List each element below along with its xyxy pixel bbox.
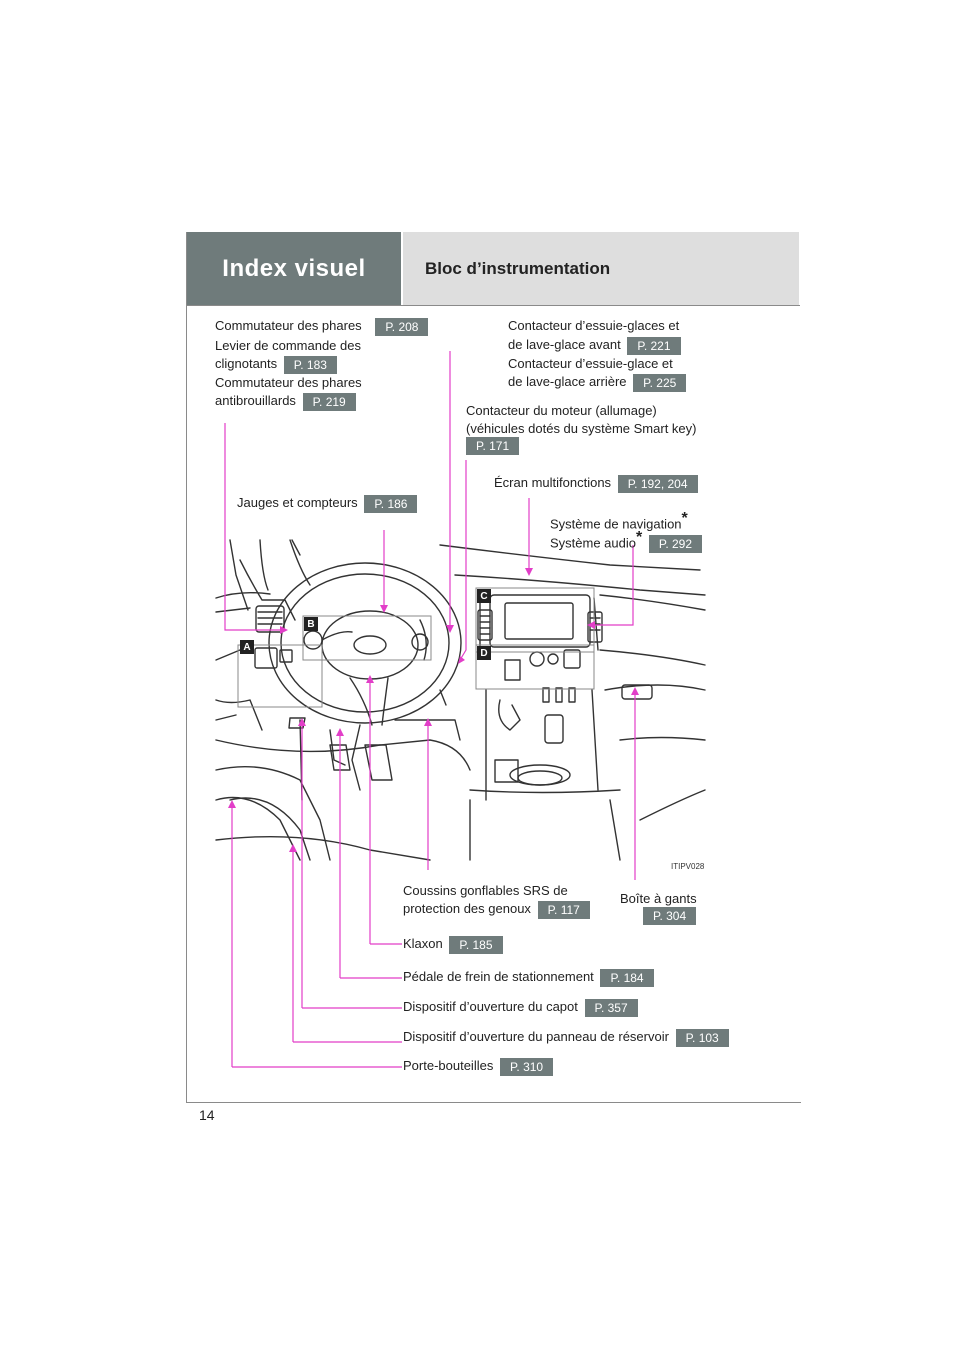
label-engine-switch-2: (véhicules dotés du système Smart key) bbox=[466, 421, 697, 436]
label-horn: Klaxon bbox=[403, 936, 443, 951]
page-ref-multi-display[interactable]: P. 192, 204 bbox=[617, 474, 698, 493]
callout-hood-release: Dispositif d’ouverture du capot P. 357 bbox=[403, 998, 638, 1017]
area-marker-b: B bbox=[304, 617, 318, 631]
callout-multi-display: Écran multifonctions P. 192, 204 bbox=[494, 474, 698, 493]
label-navigation: Système de navigation bbox=[550, 516, 682, 532]
label-turn-lever-1: Levier de commande des bbox=[215, 338, 361, 353]
page-ref-bottle-holders[interactable]: P. 310 bbox=[499, 1057, 554, 1076]
label-parking-brake: Pédale de frein de stationnement bbox=[403, 969, 594, 984]
page-ref-rear-wiper[interactable]: P. 225 bbox=[633, 373, 687, 392]
label-bottle-holders: Porte-bouteilles bbox=[403, 1058, 494, 1073]
label-knee-airbag-2: protection des genoux bbox=[403, 901, 531, 916]
callout-gauges: Jauges et compteurs P. 186 bbox=[237, 494, 418, 513]
callout-horn: Klaxon P. 185 bbox=[403, 935, 503, 954]
label-hood-release: Dispositif d’ouverture du capot bbox=[403, 999, 578, 1014]
page-ref-glove-box[interactable]: P. 304 bbox=[643, 907, 697, 925]
label-rear-wiper-1: Contacteur d’essuie-glace et bbox=[508, 356, 673, 371]
page-ref-hood-release[interactable]: P. 357 bbox=[584, 998, 638, 1017]
page-frame bbox=[186, 232, 801, 1103]
page-ref-navigation-audio[interactable]: P. 292 bbox=[648, 534, 703, 553]
page-ref-engine-switch[interactable]: P. 171 bbox=[466, 437, 520, 455]
label-front-wiper-1: Contacteur d’essuie-glaces et bbox=[508, 318, 680, 333]
label-multi-display: Écran multifonctions bbox=[494, 475, 612, 490]
label-audio: Système audio bbox=[550, 535, 636, 551]
page-ref-fuel-door[interactable]: P. 103 bbox=[675, 1028, 729, 1047]
callout-headlight-switch: Commutateur des phares P. 208 bbox=[215, 317, 429, 336]
label-rear-wiper-2: de lave-glace arrière bbox=[508, 374, 627, 389]
page-ref-turn-lever[interactable]: P. 183 bbox=[283, 355, 337, 374]
page-ref-knee-airbag[interactable]: P. 117 bbox=[537, 900, 590, 919]
callout-audio: Système audio* P. 292 bbox=[550, 529, 703, 553]
label-turn-lever-2: clignotants bbox=[215, 356, 278, 371]
footnote-star-audio: * bbox=[636, 529, 643, 546]
page-ref-front-wiper[interactable]: P. 221 bbox=[627, 336, 681, 355]
callout-bottle-holders: Porte-bouteilles P. 310 bbox=[403, 1057, 554, 1076]
callout-turn-lever: clignotants P. 183 bbox=[215, 355, 337, 374]
callout-parking-brake: Pédale de frein de stationnement P. 184 bbox=[403, 968, 654, 987]
callout-navigation: Système de navigation* bbox=[550, 510, 688, 533]
area-marker-d: D bbox=[477, 646, 491, 660]
page-ref-parking-brake[interactable]: P. 184 bbox=[600, 968, 654, 987]
callout-knee-airbag: protection des genoux P. 117 bbox=[403, 900, 590, 919]
label-fog-switch-2: antibrouillards bbox=[215, 393, 296, 408]
page-title: Bloc d’instrumentation bbox=[401, 232, 799, 306]
page-ref-fog-switch[interactable]: P. 219 bbox=[302, 392, 356, 411]
callout-front-wiper: de lave-glace avant P. 221 bbox=[508, 336, 681, 355]
label-knee-airbag-1: Coussins gonflables SRS de bbox=[403, 883, 568, 898]
page-ref-gauges[interactable]: P. 186 bbox=[364, 494, 418, 513]
page-number: 14 bbox=[199, 1107, 215, 1123]
page-ref-horn[interactable]: P. 185 bbox=[449, 935, 503, 954]
label-fog-switch-1: Commutateur des phares bbox=[215, 375, 362, 390]
callout-fog-switch: antibrouillards P. 219 bbox=[215, 392, 356, 411]
label-gauges: Jauges et compteurs bbox=[237, 495, 358, 510]
header-divider bbox=[187, 305, 800, 306]
callout-rear-wiper: de lave-glace arrière P. 225 bbox=[508, 373, 687, 392]
footnote-star-navigation: * bbox=[681, 510, 688, 527]
section-title: Index visuel bbox=[187, 232, 401, 306]
label-glove-box: Boîte à gants bbox=[620, 891, 697, 906]
label-headlight-switch: Commutateur des phares bbox=[215, 318, 362, 333]
label-fuel-door: Dispositif d’ouverture du panneau de rés… bbox=[403, 1029, 669, 1044]
callout-fuel-door: Dispositif d’ouverture du panneau de rés… bbox=[403, 1028, 729, 1047]
area-marker-c: C bbox=[477, 589, 491, 603]
figure-code: ITIPV028 bbox=[671, 862, 705, 871]
label-front-wiper-2: de lave-glace avant bbox=[508, 337, 621, 352]
label-engine-switch-1: Contacteur du moteur (allumage) bbox=[466, 403, 657, 418]
page-ref-headlight[interactable]: P. 208 bbox=[375, 317, 429, 336]
area-marker-a: A bbox=[240, 640, 254, 654]
